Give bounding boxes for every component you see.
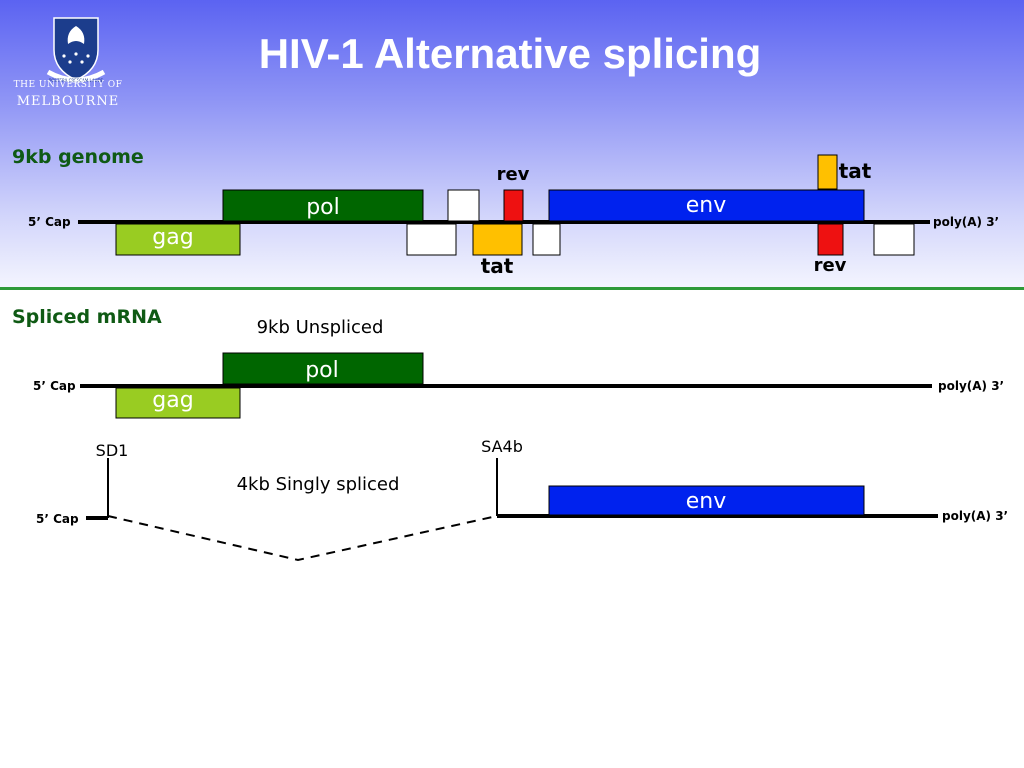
genome-polya-label: poly(A) 3’ [933, 215, 999, 229]
singly-cap-label: 5’ Cap [36, 512, 79, 526]
unspliced-cap-label: 5’ Cap [33, 379, 76, 393]
genome-rev-bottom-label: rev [814, 255, 847, 276]
genome-gag-label: gag [152, 225, 193, 250]
genome-pol-label: pol [306, 195, 340, 220]
spliced-section-label: Spliced mRNA [12, 306, 162, 328]
unspliced-gag-box [115, 387, 241, 419]
page-title: HIV-1 Alternative splicing [258, 30, 762, 77]
genome-tat-top-label: tat [839, 159, 872, 183]
genome-small-exon [873, 223, 915, 256]
logo-line1: THE UNIVERSITY OF [13, 80, 123, 90]
logo-motto: POSTERA CRESCAM LAUDE [49, 78, 104, 83]
genome-rev-exon1 [503, 189, 524, 222]
genome-rev-exon2 [817, 223, 844, 256]
unspliced-label: 9kb Unspliced [257, 317, 384, 338]
singly-polya-label: poly(A) 3’ [942, 509, 1008, 523]
genome-small-exon [406, 223, 457, 256]
crest-icon: POSTERA CRESCAM LAUDE [46, 17, 106, 83]
genome-tat-exon2 [817, 154, 838, 190]
unspliced-polya-label: poly(A) 3’ [938, 379, 1004, 393]
genome-small-exon [447, 189, 480, 222]
sa4b-label: SA4b [481, 437, 523, 456]
genome-gag-box [115, 223, 241, 256]
splice-junction-dashed [107, 515, 498, 562]
genome-env-label: env [686, 193, 727, 218]
genome-tat-exon1 [472, 223, 523, 256]
unspliced-gag-label: gag [152, 388, 193, 413]
genome-env-box [548, 189, 865, 222]
genome-cap-label: 5’ Cap [28, 215, 71, 229]
genome-section-label: 9kb genome [12, 146, 144, 168]
singly-spliced-label: 4kb Singly spliced [237, 474, 400, 495]
singly-env-label: env [686, 489, 727, 514]
singly-env-box [548, 485, 865, 516]
genome-small-exon [532, 223, 561, 256]
sd1-label: SD1 [96, 441, 129, 460]
university-logo: POSTERA CRESCAM LAUDE [8, 8, 128, 118]
unspliced-pol-label: pol [305, 358, 339, 383]
logo-line2: MELBOURNE [16, 94, 120, 109]
unspliced-pol-box [222, 352, 424, 385]
genome-pol-box [222, 189, 424, 222]
section-divider [0, 287, 1024, 290]
genome-tat-bottom-label: tat [481, 254, 514, 278]
genome-rev-top-label: rev [497, 164, 530, 185]
